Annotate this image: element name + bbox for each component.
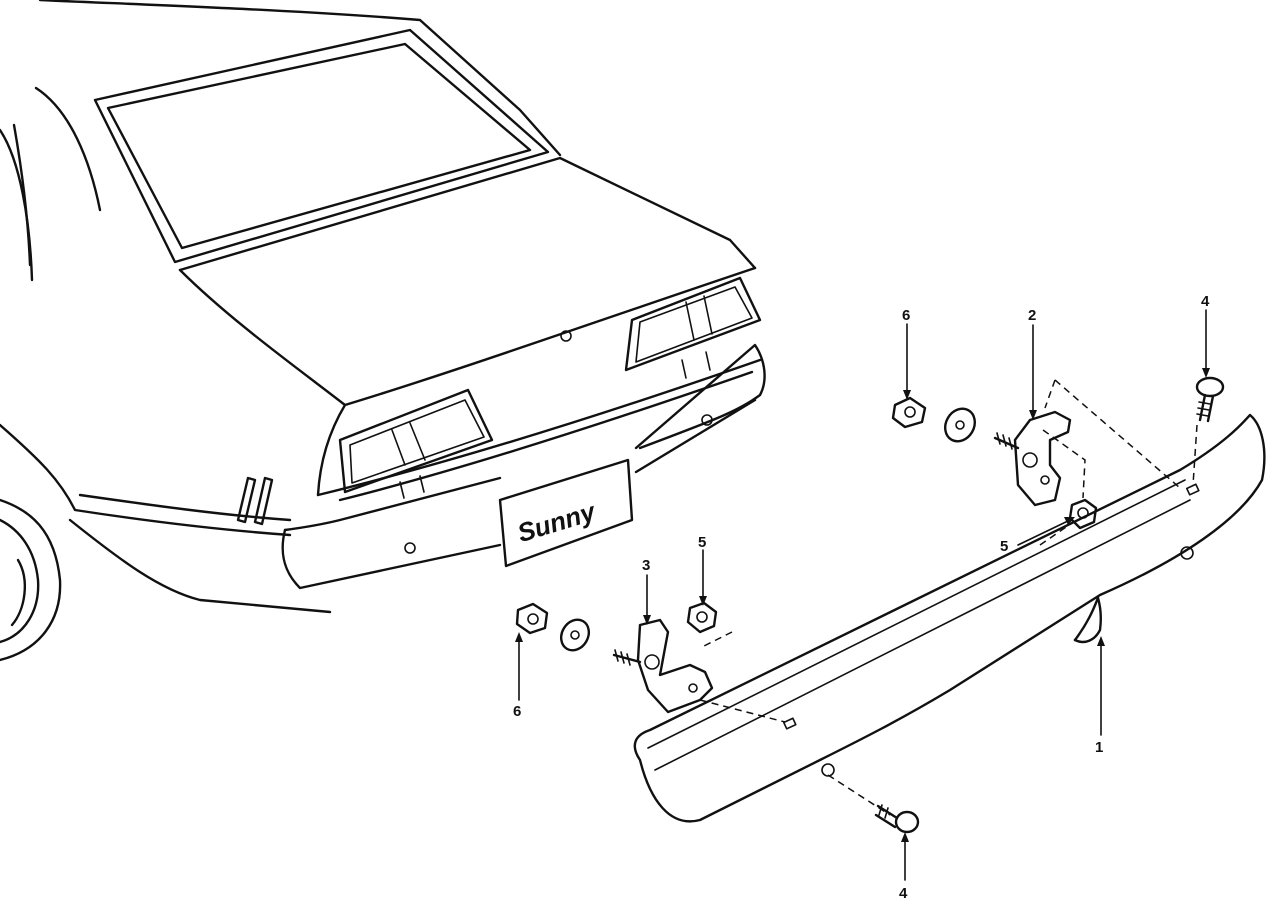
nut-6-upper: [891, 396, 927, 429]
callout-6-lower: 6: [513, 703, 521, 720]
callout-6-upper: 6: [902, 307, 910, 324]
bolt-4-upper: [1195, 376, 1225, 423]
callout-5-lower: 5: [698, 534, 706, 551]
left-tail-light: [338, 388, 494, 499]
bolt-4-lower: [874, 804, 920, 834]
rear-bumper-part: [633, 413, 1266, 823]
trunk-lock-icon: [560, 330, 572, 342]
rear-wheel: [0, 498, 62, 662]
callout-5-upper: 5: [1000, 538, 1008, 555]
bumper-hole-icon: [1180, 546, 1194, 560]
nut-5-lower: [686, 601, 718, 634]
callout-labels: 1 2 3 4 4 5 5 6 6: [513, 293, 1210, 902]
callout-3: 3: [642, 557, 650, 574]
bracket-right-part: [993, 410, 1072, 507]
callout-leaders: [515, 309, 1210, 881]
bumper-bolt-hole-icon: [701, 414, 713, 426]
trunk-lid: [178, 156, 757, 407]
emblem-text: Sunny: [514, 496, 600, 548]
washer-upper: [943, 407, 977, 443]
nut-6-lower: [515, 602, 549, 635]
rear-window: [93, 28, 550, 264]
bumper-slot-icon: [1185, 483, 1200, 496]
callout-1: 1: [1095, 739, 1103, 756]
bumper-hole-icon: [821, 763, 835, 777]
license-plate: Sunny: [498, 458, 634, 568]
right-tail-light: [624, 276, 762, 379]
bracket-left-part: [612, 618, 714, 714]
car-rear-body: Sunny: [0, 0, 766, 662]
bumper-bolt-hole-icon: [404, 542, 416, 554]
assembly-guide-lines: [699, 379, 1198, 816]
bumper-slot-icon: [782, 717, 797, 730]
callout-4-lower: 4: [899, 885, 908, 902]
callout-2: 2: [1028, 307, 1036, 324]
washer-lower: [559, 618, 591, 652]
car-rear-bumper: [281, 343, 766, 590]
callout-4-upper: 4: [1201, 293, 1210, 310]
side-badge-icon: [236, 476, 274, 526]
